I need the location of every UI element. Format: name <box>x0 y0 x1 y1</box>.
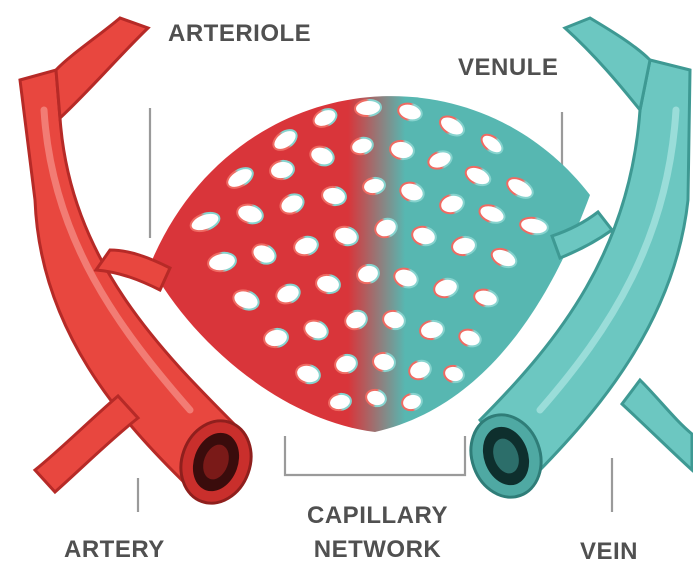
capillary-network-label-line1: CAPILLARY <box>290 504 465 528</box>
capillary-network-label-line2: NETWORK <box>290 538 465 562</box>
capillary-bracket <box>285 436 465 475</box>
artery-label: ARTERY <box>64 538 165 562</box>
vein-label: VEIN <box>580 540 638 564</box>
venule-label: VENULE <box>458 56 558 80</box>
arteriole-label: ARTERIOLE <box>168 22 311 46</box>
